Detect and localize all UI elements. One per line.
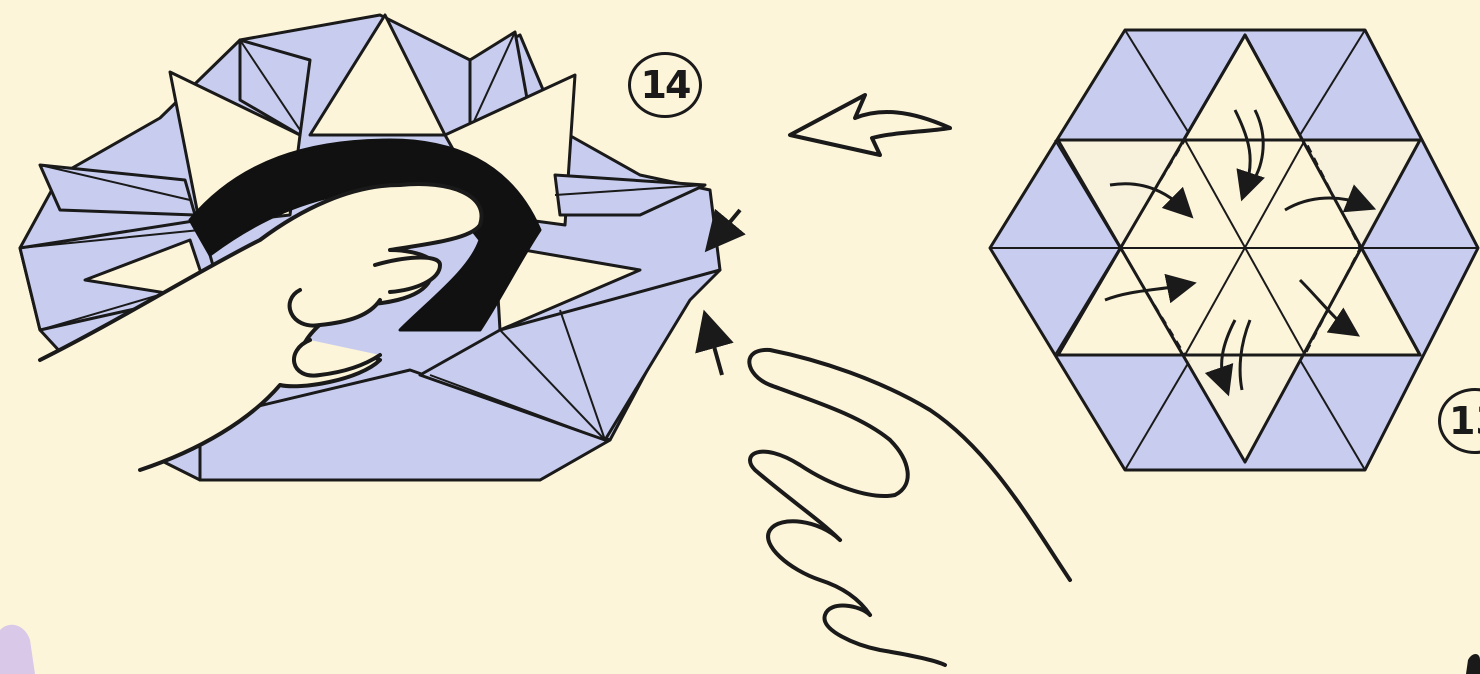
step-number-14: 14 bbox=[628, 52, 702, 118]
step-13-model bbox=[990, 30, 1478, 470]
corner-smudge-bottom-left bbox=[0, 625, 35, 674]
pushing-hand-ring bbox=[768, 521, 870, 615]
push-arrow-top bbox=[715, 210, 740, 240]
push-arrow-bottom bbox=[708, 325, 722, 375]
curved-arrow-left-icon bbox=[790, 95, 950, 155]
pushing-hand-pinky bbox=[825, 606, 945, 665]
corner-mark-bottom-right bbox=[1466, 654, 1480, 674]
pushing-hand bbox=[749, 350, 1070, 665]
